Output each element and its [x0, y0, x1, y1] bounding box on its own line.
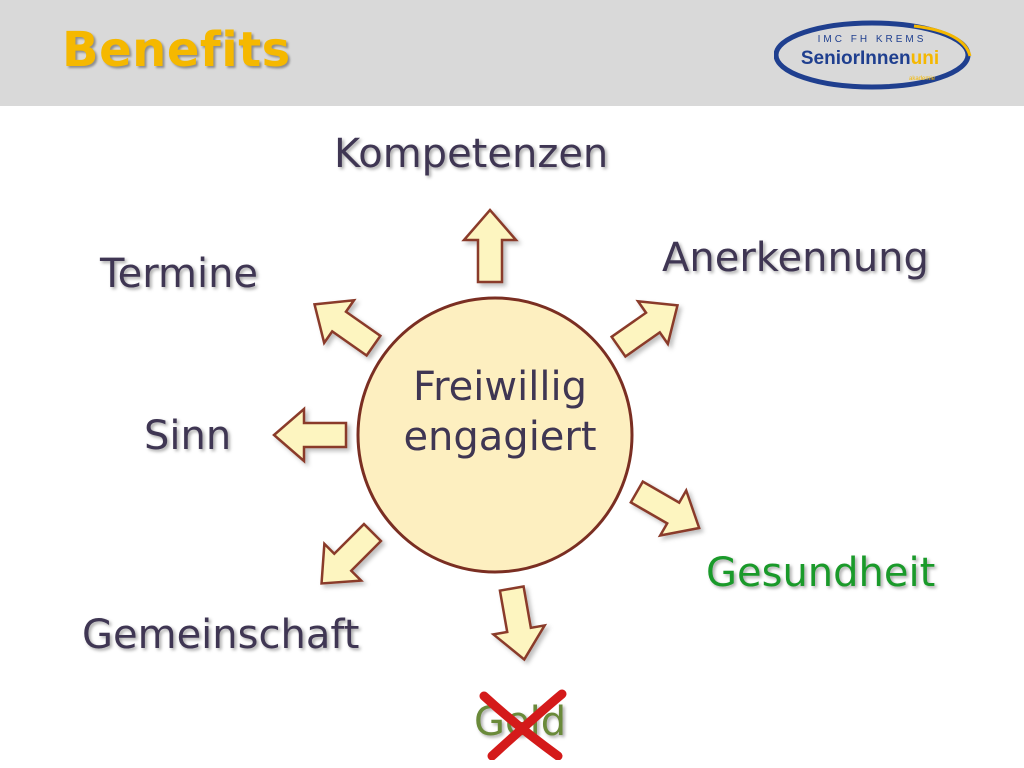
- arrow-gesundheit: [622, 468, 714, 552]
- logo-top-text: IMC FH KREMS: [818, 34, 927, 45]
- arrow-termine: [298, 281, 390, 369]
- logo-main-part1: SeniorInnen: [801, 48, 911, 69]
- header-bar: Benefits IMC FH KREMS SeniorInnenuni aka…: [0, 0, 1024, 106]
- label-anerkennung: Anerkennung: [662, 235, 929, 281]
- arrow-geld: [484, 582, 552, 666]
- arrow-kompetenzen: [462, 208, 518, 284]
- center-circle: [356, 296, 634, 574]
- center-line-1: Freiwillig: [413, 364, 587, 410]
- slide-title: Benefits: [62, 22, 291, 78]
- center-line-2: engagiert: [403, 414, 597, 460]
- label-termine: Termine: [100, 251, 259, 297]
- arrow-anerkennung: [602, 282, 694, 370]
- label-kompetenzen: Kompetenzen: [334, 131, 609, 177]
- logo-ring: [774, 20, 971, 90]
- label-gesundheit: Gesundheit: [706, 550, 936, 596]
- logo-tagline: akademie: [909, 76, 936, 82]
- logo-main-text: SeniorInnenuni: [801, 48, 939, 69]
- imc-logo: IMC FH KREMS SeniorInnenuni akademie: [774, 20, 972, 90]
- cross-out-icon: [479, 689, 567, 760]
- logo-ring-accent: [913, 24, 972, 57]
- arrow-gemeinschaft: [301, 512, 393, 604]
- logo-main-part2: uni: [911, 48, 940, 69]
- center-label: Freiwillig engagiert: [355, 362, 645, 462]
- label-gemeinschaft: Gemeinschaft: [82, 612, 360, 658]
- arrow-sinn: [272, 407, 348, 463]
- cross-stroke-2: [487, 689, 567, 760]
- label-sinn: Sinn: [144, 413, 232, 459]
